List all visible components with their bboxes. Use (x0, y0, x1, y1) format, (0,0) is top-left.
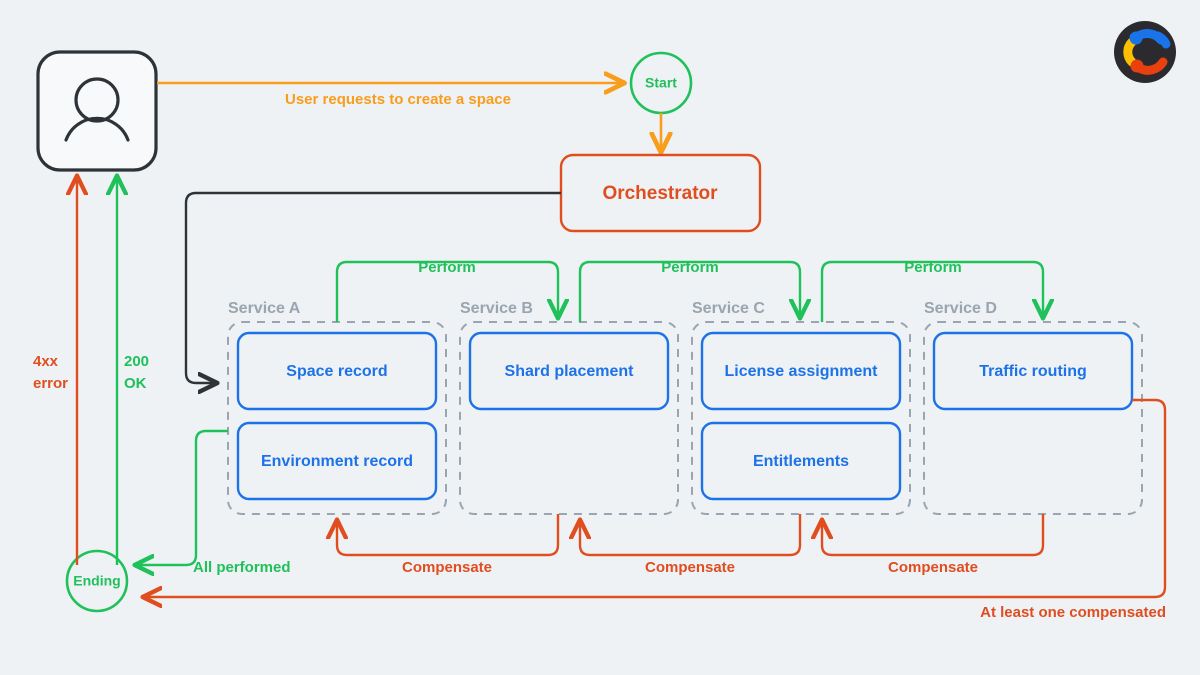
task-environment-record-label: Environment record (261, 453, 413, 470)
edge-compensate-b-to-a (337, 514, 560, 557)
task-license-assignment-box[interactable] (700, 331, 902, 411)
edge-compensate-d-to-c-label: Compensate (888, 559, 978, 576)
edge-compensate-c-to-b (580, 514, 802, 557)
edge-4xx-error-label-line1: 4xx (33, 353, 59, 370)
orchestrator-node-label: Orchestrator (602, 183, 718, 204)
task-space-record-label: Space record (286, 363, 387, 380)
edge-200-ok-label-line2: OK (124, 375, 147, 392)
task-space-record-box[interactable] (236, 331, 438, 411)
user-actor[interactable] (36, 50, 158, 172)
c-logo-dot-red (1130, 59, 1144, 73)
edge-perform-c-to-d-label: Perform (904, 259, 962, 276)
c-logo-dot-blue (1129, 31, 1143, 45)
edge-200-ok-label-line1: 200 (124, 353, 149, 370)
edge-compensate-c-to-b-label: Compensate (645, 559, 735, 576)
service-c-group (691, 321, 911, 515)
edge-perform-b-to-c-label: Perform (661, 259, 719, 276)
task-shard-placement-label: Shard placement (505, 363, 635, 380)
edge-at-least-one-compensated-label: At least one compensated (980, 604, 1166, 621)
service-d-title: Service D (924, 300, 997, 317)
task-license-assignment-label: License assignment (725, 363, 879, 380)
task-traffic-routing-box[interactable] (932, 331, 1134, 411)
person-icon-body (64, 116, 130, 142)
edge-user-request-label: User requests to create a space (285, 91, 511, 108)
edge-orchestrator-to-service-a (184, 191, 561, 383)
service-c-title: Service C (692, 300, 765, 317)
c-logo[interactable] (1114, 21, 1176, 83)
task-environment-record-box[interactable] (236, 421, 438, 501)
service-a-group (227, 321, 447, 515)
edge-perform-a-to-b-label: Perform (418, 259, 476, 276)
service-d-group (923, 321, 1143, 515)
edge-perform-c-to-d (820, 260, 1043, 322)
user-actor-box (36, 50, 158, 172)
service-a-title: Service A (228, 300, 301, 317)
task-shard-placement-box[interactable] (468, 331, 670, 411)
task-entitlements-box[interactable] (700, 421, 902, 501)
edge-perform-b-to-c (578, 260, 800, 322)
service-b-group (459, 321, 679, 515)
service-b-title: Service B (460, 300, 533, 317)
edge-perform-a-to-b (335, 260, 558, 322)
edge-compensate-d-to-c (822, 514, 1045, 557)
ending-node[interactable] (65, 549, 129, 613)
edge-all-performed-label: All performed (193, 559, 291, 576)
edge-compensate-b-to-a-label: Compensate (402, 559, 492, 576)
person-icon-head (74, 77, 120, 123)
edge-4xx-error-label-line2: error (33, 375, 68, 392)
task-entitlements-label: Entitlements (753, 453, 849, 470)
ending-node-label: Ending (73, 573, 120, 589)
edge-all-performed (137, 429, 228, 565)
edge-at-least-one-compensated (145, 398, 1167, 597)
task-traffic-routing-label: Traffic routing (979, 363, 1087, 380)
c-logo-arc-yellow (1123, 37, 1137, 67)
start-node-label: Start (645, 75, 677, 91)
